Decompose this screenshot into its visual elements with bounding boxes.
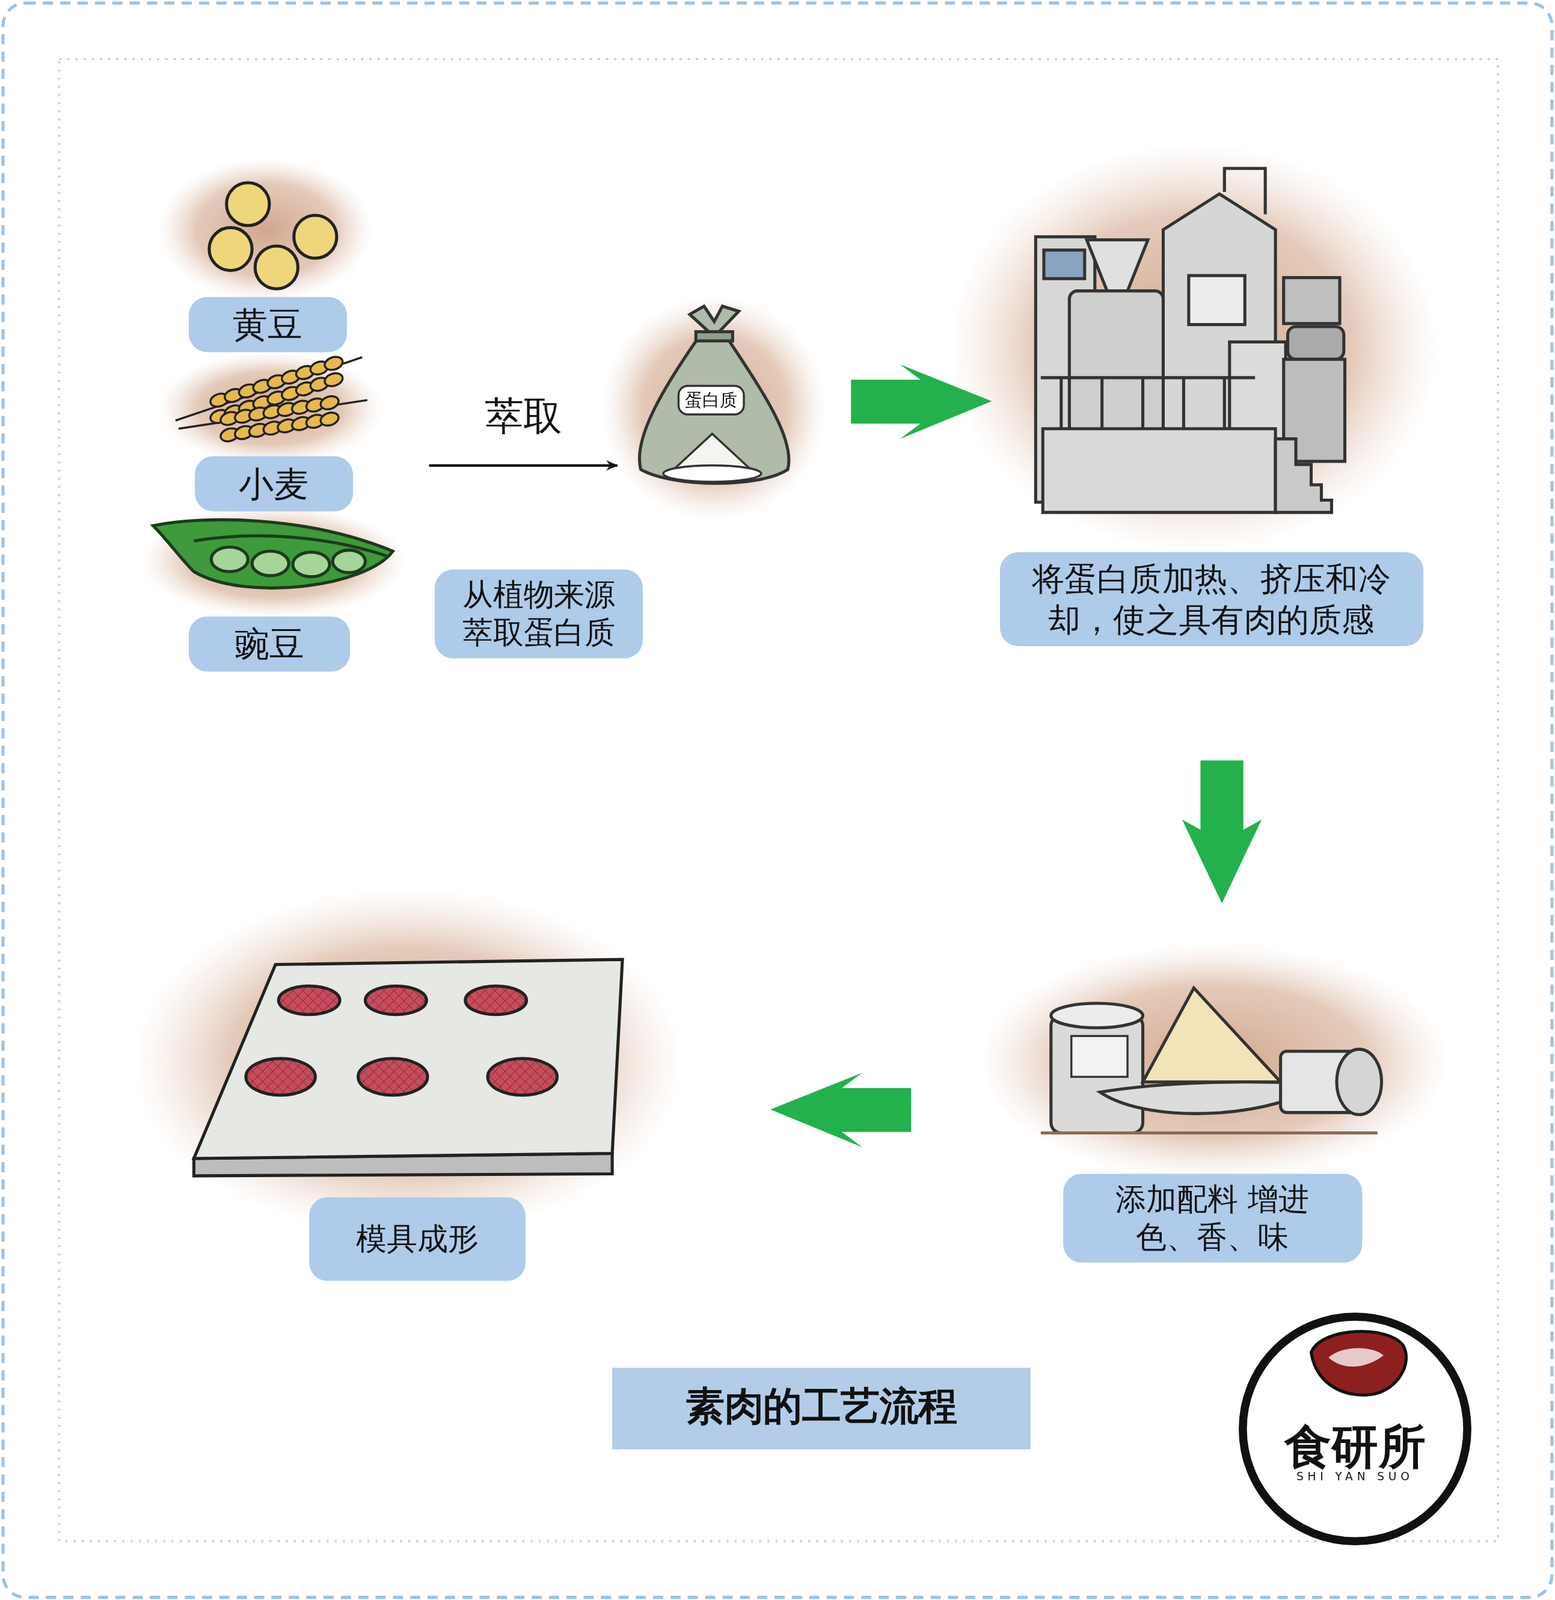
extrusion-machine-part	[1283, 277, 1340, 324]
process-box: 从植物来源 萃取蛋白质	[434, 568, 643, 658]
extrusion-machine-part	[1040, 377, 1255, 429]
background-blots	[132, 143, 1450, 1236]
wheat-part	[318, 393, 340, 412]
wheat-part	[322, 371, 344, 389]
ingredients-part	[1336, 1048, 1382, 1115]
title-band	[612, 1367, 1031, 1450]
flow-arrow	[1182, 760, 1262, 904]
background-blots-part	[979, 944, 1450, 1179]
step-text: 豌豆	[234, 621, 304, 666]
pea-pod-part	[251, 550, 289, 576]
soybeans-part	[226, 182, 270, 226]
step-text: 小麦	[238, 461, 308, 506]
extrusion-machine-part	[1042, 428, 1276, 513]
step-text: 黄豆	[232, 302, 302, 346]
protein-bag-part	[639, 336, 789, 484]
ingredients-part	[1143, 987, 1281, 1082]
mold-plate	[193, 959, 623, 1176]
step-text: 模具成形	[355, 1219, 479, 1258]
step-text: 添加配料 增进色、香、味	[1089, 1179, 1335, 1256]
soybeans	[209, 182, 337, 289]
pea-pod	[153, 519, 394, 588]
mold-plate-part	[245, 1058, 316, 1095]
extract-arrow	[429, 464, 618, 467]
title-band-part	[612, 1367, 1031, 1450]
logo-part	[1328, 1347, 1384, 1367]
background-blots-part	[158, 351, 383, 465]
page-border-part	[58, 58, 1498, 1541]
pea-pod-part	[193, 535, 388, 557]
protein-bag-part	[695, 331, 733, 341]
wheat	[175, 354, 368, 444]
bag-tag: 蛋白质	[684, 388, 738, 412]
soybeans-part	[254, 245, 298, 289]
mold-plate-part	[193, 959, 623, 1159]
background-blots-part	[601, 295, 827, 521]
pea-pod-part	[211, 547, 248, 572]
protein-bag-part	[678, 385, 744, 415]
mold-plate-part	[487, 1058, 557, 1095]
extrusion-machine-part	[1086, 239, 1148, 292]
ingredients-part	[1051, 1002, 1144, 1028]
extrusion-machine	[1035, 168, 1345, 513]
mold-plate-part	[278, 985, 340, 1015]
extrusion-machine-part	[1287, 326, 1344, 359]
logo	[1242, 1316, 1468, 1541]
background-blots-part	[158, 158, 373, 302]
soybeans-part	[294, 215, 337, 258]
soybeans-part	[209, 227, 252, 270]
ingredients	[1040, 987, 1382, 1133]
extrusion-machine-part	[1188, 275, 1245, 325]
pea-pod-part	[153, 519, 394, 588]
pea-pod-part	[332, 550, 365, 573]
process-box: 模具成形	[309, 1196, 526, 1281]
extrusion-machine-part	[1069, 291, 1163, 435]
background-blots-part	[140, 505, 406, 618]
background-blots-part	[132, 887, 684, 1235]
step-text: 从植物来源 萃取蛋白质	[450, 574, 627, 652]
protein-bag	[639, 306, 789, 483]
ingredients-part	[1051, 1015, 1144, 1133]
extrusion-machine-part	[1224, 168, 1266, 215]
logo-pinyin: SHI YAN SUO	[1296, 1469, 1414, 1483]
mold-plate-part	[465, 985, 527, 1015]
process-box: 黄豆	[188, 296, 347, 352]
logo-part	[1242, 1316, 1468, 1541]
ingredients-part	[1040, 1131, 1378, 1135]
step-text: 将蛋白质加热、挤压和冷却，使之具有肉的质感	[1026, 558, 1396, 640]
process-box: 豌豆	[188, 615, 350, 672]
pea-pod-part	[292, 552, 330, 577]
extrusion-machine-part	[1043, 250, 1085, 280]
background-blots-part	[948, 143, 1439, 552]
protein-bag-part	[663, 465, 762, 482]
flow-arrow	[770, 1072, 911, 1147]
process-box: 添加配料 增进色、香、味	[1062, 1173, 1362, 1263]
process-box: 小麦	[194, 455, 353, 512]
wheat-part	[318, 410, 340, 428]
mold-plate-part	[364, 985, 427, 1015]
process-box: 将蛋白质加热、挤压和冷却，使之具有肉的质感	[999, 552, 1423, 646]
flow-arrow	[850, 364, 992, 439]
page-border	[3, 3, 1552, 1598]
logo-part	[1311, 1331, 1407, 1396]
wheat-part	[322, 354, 344, 373]
edge-label: 萃取	[484, 390, 563, 444]
mold-plate-part	[358, 1058, 428, 1095]
extrusion-machine-part	[1275, 438, 1332, 513]
page-border-part	[3, 3, 1552, 1598]
diagram-title: 素肉的工艺流程	[685, 1380, 957, 1433]
ingredients-part	[1071, 1035, 1128, 1077]
